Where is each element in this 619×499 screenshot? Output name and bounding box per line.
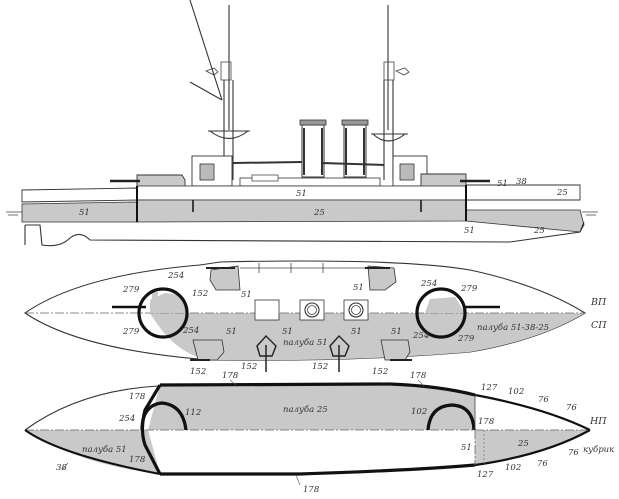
label-deck-51-38-25: палуба 51-38-25 [477,322,549,333]
plan-lower-decks: НП кубрик палуба 25 палуба 51 178 178 17… [24,371,615,495]
label-127: 127 [481,383,498,393]
label-152: 152 [190,367,206,377]
label-76: 76 [568,448,579,458]
aft-barbette-lower [426,403,476,431]
label-254: 254 [182,326,199,336]
label-lower-deck: НП [589,416,607,427]
label-102: 102 [508,387,524,397]
label-178: 178 [303,485,320,495]
label-upper-deck: ВП [590,297,607,308]
belt-bottom [160,463,476,476]
label-279: 279 [460,284,478,294]
label-deck-51: палуба 51 [82,444,127,455]
label-belt-fwd: 51 [79,208,90,218]
label-152: 152 [241,362,257,372]
label-254: 254 [412,331,429,341]
label-51: 51 [351,327,362,337]
label-178: 178 [410,371,427,381]
label-254: 254 [420,279,437,289]
label-76: 76 [538,395,549,405]
label-254: 254 [167,271,184,281]
label-aft-38: 38 [516,177,527,187]
label-middle-deck: СП [591,320,607,331]
label-76: 76 [537,459,548,469]
label-279: 279 [457,334,475,344]
main-mast [371,5,410,180]
label-178: 178 [129,455,146,465]
label-deck-51: палуба 51 [283,337,328,348]
label-aft-25-lower: 25 [533,226,545,236]
belt-top [159,382,476,397]
superstructure [191,155,428,187]
label-178: 178 [222,371,239,381]
fwd-barbette [137,287,189,339]
label-152: 152 [312,362,328,372]
label-38: 38 [56,463,67,473]
label-casemate-mid: 51 [296,189,307,199]
side-profile: 51 25 51 51 38 25 51 25 [6,0,598,247]
label-quarters: кубрик [583,444,615,455]
label-254: 254 [118,414,135,424]
funnels [232,119,385,178]
aft-barbette [415,287,467,339]
fore-mast [189,0,250,180]
label-51: 51 [241,290,252,300]
label-127: 127 [477,470,494,480]
label-51: 51 [226,327,237,337]
label-279: 279 [122,285,140,295]
label-51: 51 [353,283,364,293]
label-25: 25 [517,439,529,449]
label-102: 102 [411,407,427,417]
label-152: 152 [372,367,388,377]
label-51: 51 [461,443,472,453]
label-51: 51 [282,327,293,337]
label-152: 152 [192,289,208,299]
label-178: 178 [478,417,495,427]
plan-upper-decks: ВП СП палуба 51 палуба 51-38-25 279 254 … [24,260,607,377]
label-178: 178 [129,392,146,402]
label-belt-main: 25 [313,208,325,218]
label-51: 51 [391,327,402,337]
label-102: 102 [505,463,521,473]
label-aft-51-lower: 51 [464,226,475,236]
label-112: 112 [185,408,201,418]
fwd-barbette-lower [140,401,188,431]
label-76: 76 [566,403,577,413]
label-deck-25: палуба 25 [283,404,328,415]
label-aft-51: 51 [497,179,508,189]
label-279: 279 [122,327,140,337]
label-aft-25-upper: 25 [556,188,568,198]
